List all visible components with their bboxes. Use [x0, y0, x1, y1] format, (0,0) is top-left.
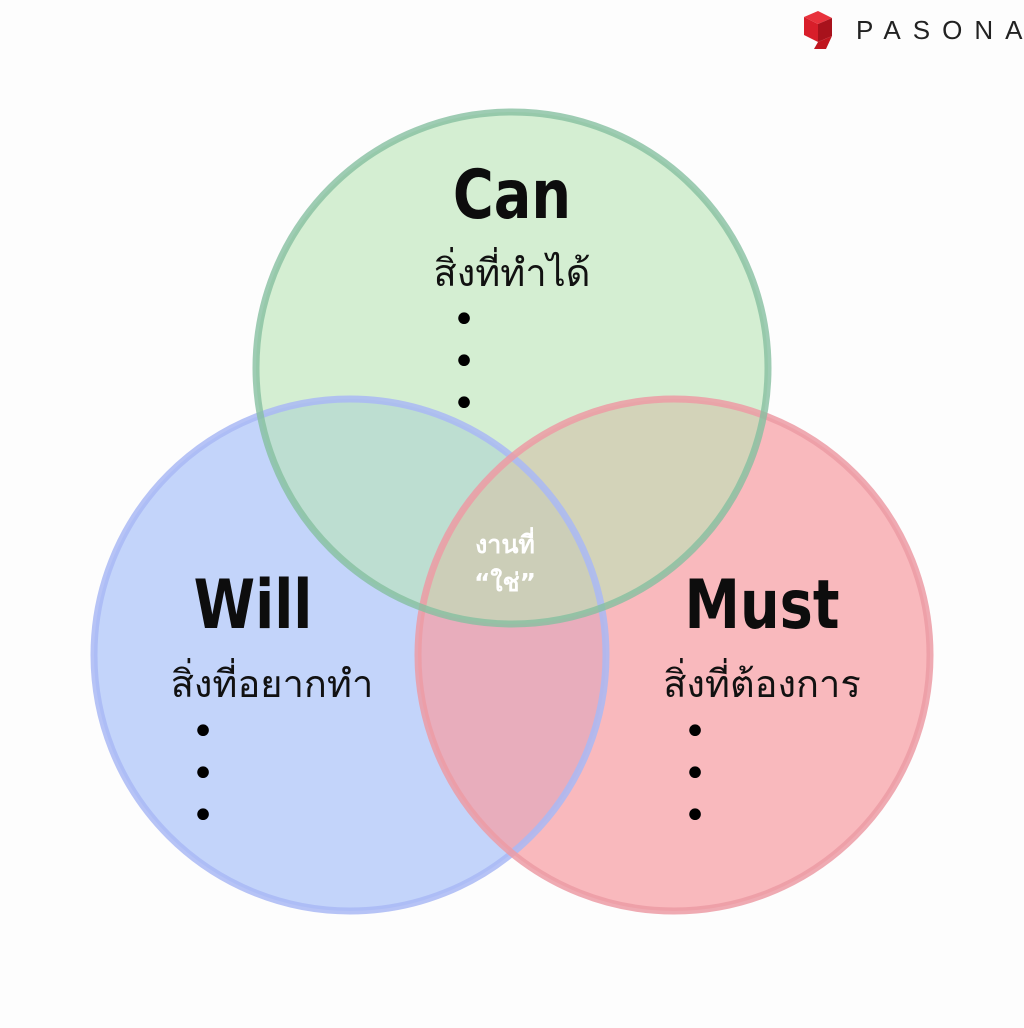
can-bullet: •: [452, 339, 476, 385]
will-bullet: •: [191, 793, 215, 839]
must-bullet: •: [683, 709, 707, 755]
will-bullet: •: [191, 751, 215, 797]
must-circle-outline: [414, 395, 934, 915]
pasona-logo-text: PASONA: [856, 14, 1024, 45]
can-subtitle: สิ่งที่ทำได้: [434, 247, 591, 295]
can-bullet: •: [452, 381, 476, 427]
can-circle: [256, 112, 768, 624]
will-title: Will: [194, 565, 313, 645]
will-bullet: •: [191, 709, 215, 755]
will-circle-outline: [90, 395, 610, 915]
can-bullet: •: [452, 297, 476, 343]
will-subtitle: สิ่งที่อยากทำ: [171, 658, 374, 706]
must-bullet: •: [683, 751, 707, 797]
pasona-logo: PASONA: [802, 10, 1024, 50]
pasona-logo-icon: [804, 11, 832, 49]
center-label-line2: “ใช่”: [474, 567, 536, 597]
can-circle-outline: [252, 108, 772, 628]
must-subtitle: สิ่งที่ต้องการ: [663, 658, 861, 706]
center-label-line1: งานที่: [475, 527, 535, 559]
can-title: Can: [453, 155, 571, 235]
must-title: Must: [684, 565, 839, 645]
must-bullet: •: [683, 793, 707, 839]
